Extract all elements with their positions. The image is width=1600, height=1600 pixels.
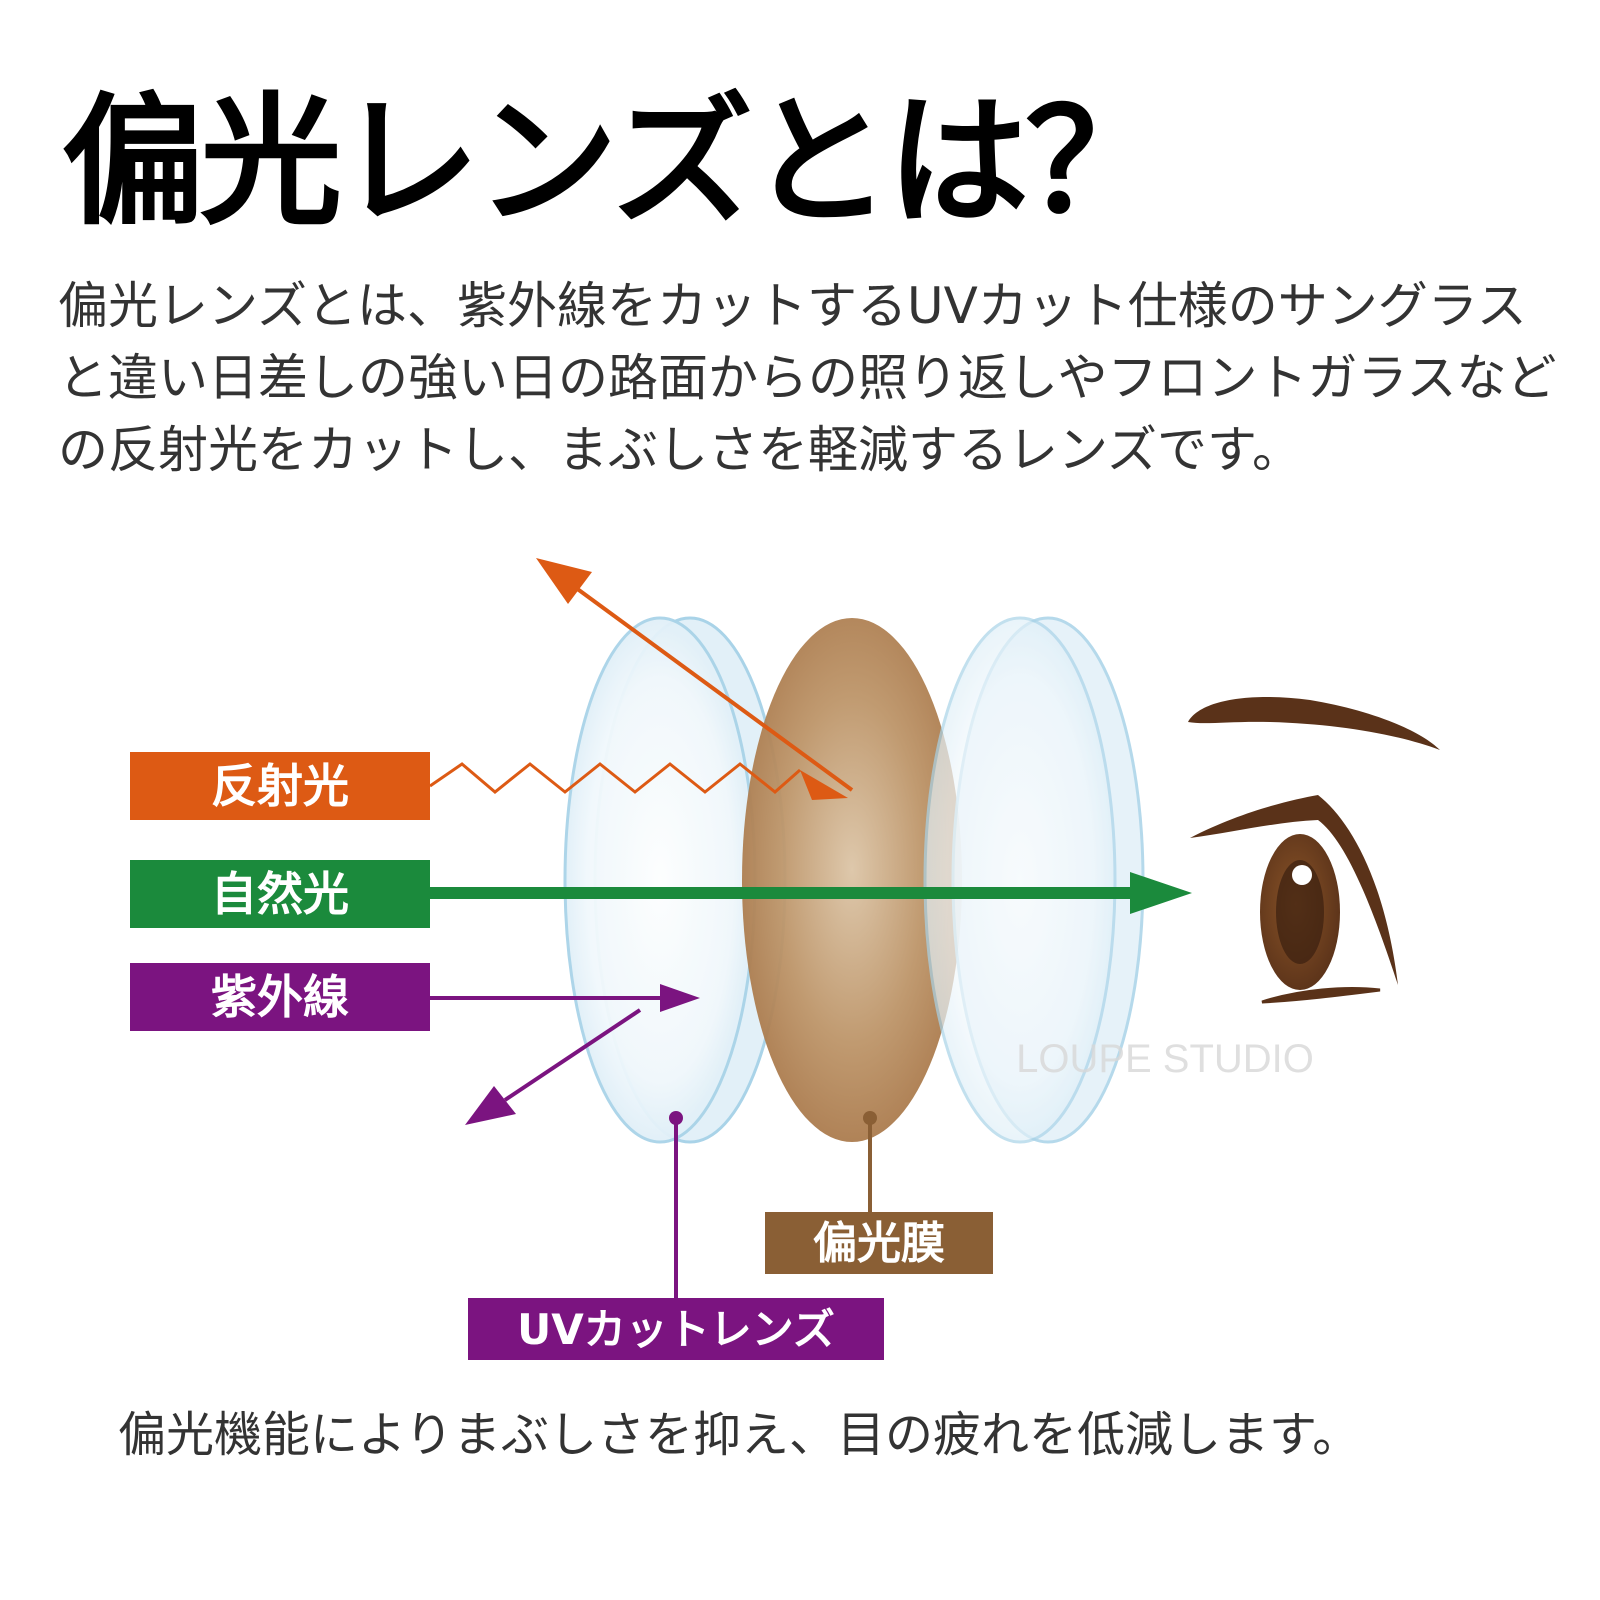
label-uv-cut-lens-text: UVカットレンズ: [517, 1305, 835, 1354]
pupil: [1276, 860, 1324, 964]
reflected-arrowhead-in: [800, 770, 848, 800]
eyebrow: [1188, 696, 1440, 750]
upper-eyelid: [1190, 795, 1398, 985]
uv-ray-reflected: [503, 1008, 642, 1102]
intro-line: と違い日差しの強い日の路面からの照り返しやフロントガラスなど: [58, 349, 1557, 407]
label-uv-text: 紫外線: [211, 970, 349, 1024]
label-uv-cut-lens: UVカットレンズ: [468, 1298, 884, 1360]
intro-line: の反射光をカットし、まぶしさを軽減するレンズです。: [58, 421, 1302, 479]
reflected-arrowhead-out: [536, 558, 592, 604]
reflected-light-bounce: [570, 583, 854, 792]
label-polarizing-film: 偏光膜: [765, 1212, 993, 1274]
polarized-lens-diagram: 反射光 自然光 紫外線 偏光膜 UVカットレンズ LOUPE STUDIO: [130, 558, 1440, 1360]
label-natural-light: 自然光: [130, 860, 430, 928]
label-uv: 紫外線: [130, 963, 430, 1031]
label-reflected-light-text: 反射光: [211, 759, 349, 813]
uv-cut-lens-dot: [669, 1111, 683, 1125]
intro-line: 偏光レンズとは、紫外線をカットするUVカット仕様のサングラス: [58, 277, 1527, 335]
reflected-light-path: [429, 762, 801, 794]
eye-highlight: [1292, 865, 1312, 885]
uv-arrowhead-out: [465, 1086, 516, 1125]
label-polarizing-film-text: 偏光膜: [813, 1218, 945, 1269]
polarizing-film-dot: [863, 1111, 877, 1125]
caption: 偏光機能によりまぶしさを抑え、目の疲れを低減します。: [118, 1407, 1361, 1463]
eye-illustration: [1188, 696, 1440, 1004]
lower-eyelid: [1261, 987, 1381, 1004]
intro-text: 偏光レンズとは、紫外線をカットするUVカット仕様のサングラス と違い日差しの強い…: [58, 270, 1568, 486]
natural-light-arrowhead: [1130, 872, 1192, 914]
watermark: LOUPE STUDIO: [1016, 1037, 1314, 1081]
label-reflected-light: 反射光: [130, 752, 430, 820]
uv-arrowhead-in: [660, 984, 700, 1012]
label-natural-light-text: 自然光: [211, 867, 349, 921]
uv-cut-lens-back: [923, 616, 1145, 1144]
page-title: 偏光レンズとは？: [62, 80, 1167, 245]
